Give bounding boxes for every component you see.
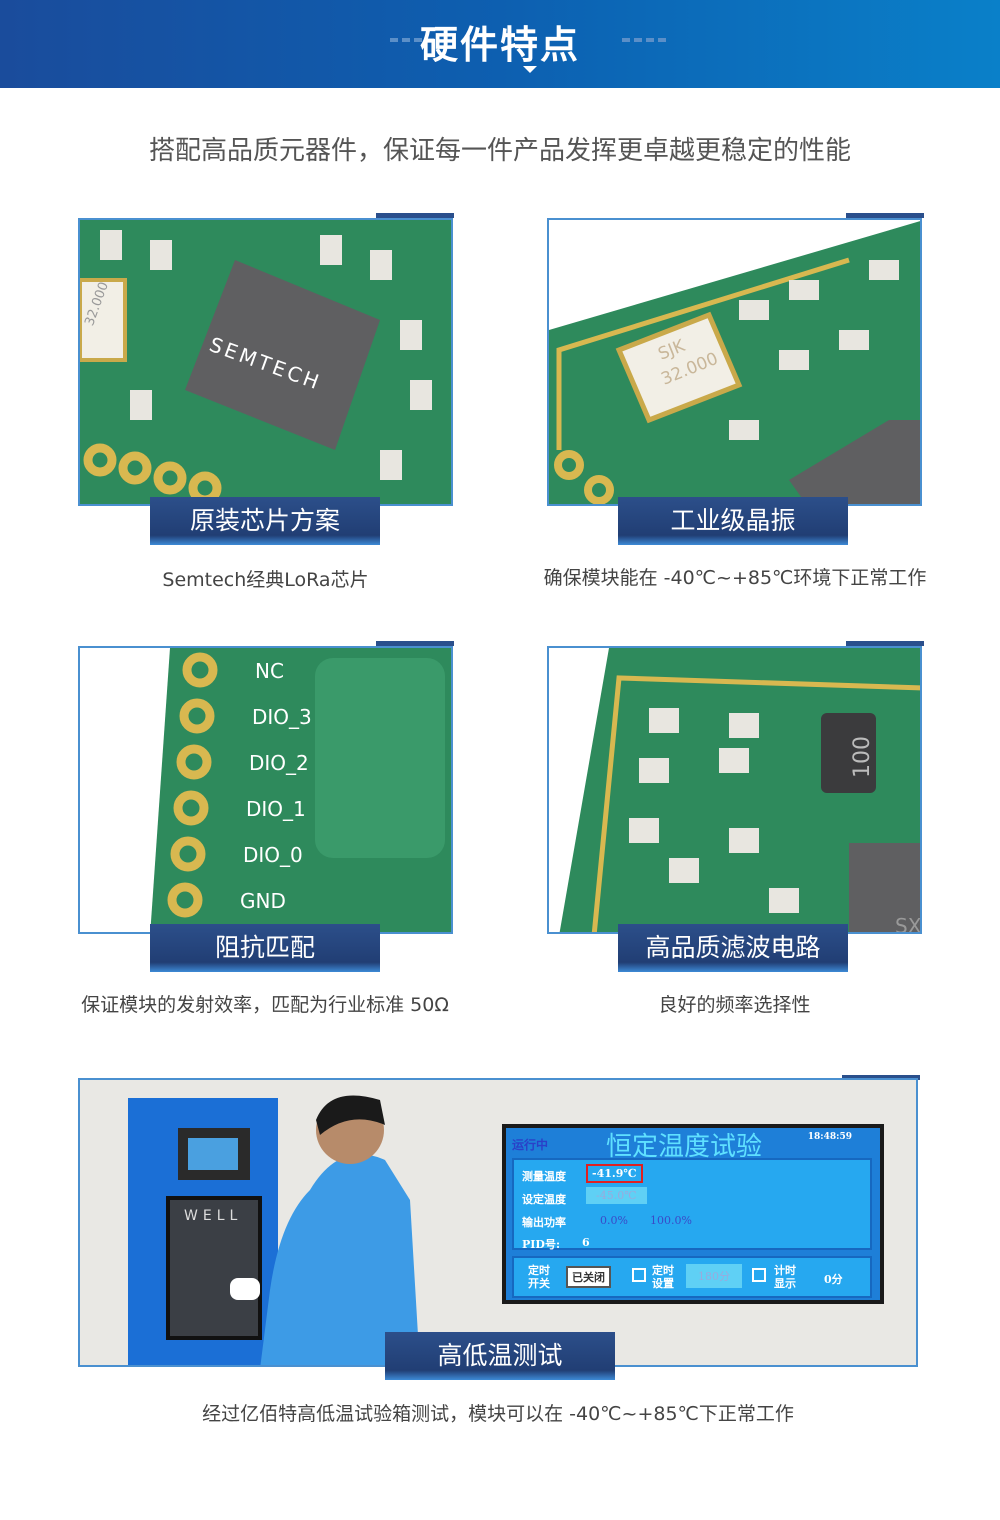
feature-title: 高品质滤波电路 (618, 924, 848, 972)
checkbox[interactable] (632, 1268, 646, 1282)
power-max: 100.0% (650, 1214, 692, 1227)
power-min: 0.0% (600, 1214, 628, 1227)
label: 定时设置 (652, 1264, 674, 1290)
section-header: 硬件特点 (0, 0, 1000, 88)
svg-text:DIO_3: DIO_3 (252, 705, 312, 729)
svg-text:SX: SX (895, 914, 922, 934)
corner-accent (842, 1075, 920, 1080)
timer-set-field[interactable]: 180分 (686, 1264, 742, 1288)
screen-title: 恒定温度试验 (606, 1132, 763, 1162)
label: PID号: (522, 1238, 561, 1251)
feature-desc: 保证模块的发射效率，匹配为行业标准 50Ω (81, 994, 449, 1016)
feature-desc: 良好的频率选择性 (658, 994, 811, 1016)
feature-desc: 确保模块能在 -40℃~+85℃环境下正常工作 (543, 567, 927, 589)
svg-text:DIO_2: DIO_2 (249, 751, 309, 775)
feature-image-filter: 100 SX (547, 646, 922, 934)
pid-value: 6 (582, 1236, 590, 1249)
label: 输出功率 (522, 1216, 566, 1229)
measured-temp: -41.9℃ (586, 1164, 643, 1183)
feature-image-impedance: NC DIO_3 DIO_2 DIO_1 DIO_0 GND (78, 646, 453, 934)
chamber-screen: 运行中 恒定温度试验 18:48:59 测量温度 -41.9℃ 设定温度 -45… (502, 1124, 884, 1304)
svg-text:DIO_1: DIO_1 (246, 797, 306, 821)
corner-accent (376, 641, 454, 646)
corner-accent (376, 213, 454, 218)
checkbox[interactable] (752, 1268, 766, 1282)
test-photo: WELL 运行中 恒定温度试验 18:48:59 测量温度 -41.9℃ 设定温… (78, 1078, 918, 1367)
screen-status: 运行中 (512, 1138, 549, 1152)
feature-title: 阻抗匹配 (150, 924, 380, 972)
feature-image-chip: 32.000 SEMTECH (78, 218, 453, 506)
svg-text:NC: NC (255, 659, 284, 683)
svg-text:WELL: WELL (184, 1208, 242, 1224)
divider (390, 38, 434, 42)
test-title: 高低温测试 (385, 1332, 615, 1380)
timer-show-value: 0分 (824, 1273, 843, 1286)
corner-accent (846, 641, 924, 646)
divider (622, 38, 666, 42)
test-desc: 经过亿佰特高低温试验箱测试，模块可以在 -40℃~+85℃下正常工作 (202, 1403, 794, 1425)
timer-switch-button[interactable]: 已关闭 (566, 1266, 611, 1288)
section-title: 硬件特点 (419, 23, 580, 67)
triangle-down-icon (523, 66, 537, 73)
label: 设定温度 (522, 1193, 566, 1206)
feature-title: 工业级晶振 (618, 497, 848, 545)
svg-text:DIO_0: DIO_0 (243, 843, 303, 867)
subtitle: 搭配高品质元器件，保证每一件产品发挥更卓越更稳定的性能 (148, 136, 851, 166)
label: 计时显示 (774, 1264, 796, 1290)
label: 测量温度 (522, 1170, 566, 1183)
feature-image-crystal: SJK 32.000 (547, 218, 922, 506)
set-temp[interactable]: -45.0℃ (586, 1187, 647, 1204)
label: 定时开关 (528, 1264, 550, 1290)
feature-title: 原装芯片方案 (150, 497, 380, 545)
feature-desc: Semtech经典LoRa芯片 (162, 569, 369, 591)
screen-time: 18:48:59 (807, 1132, 852, 1142)
corner-accent (846, 213, 924, 218)
svg-text:100: 100 (850, 736, 875, 778)
svg-text:GND: GND (240, 889, 286, 913)
